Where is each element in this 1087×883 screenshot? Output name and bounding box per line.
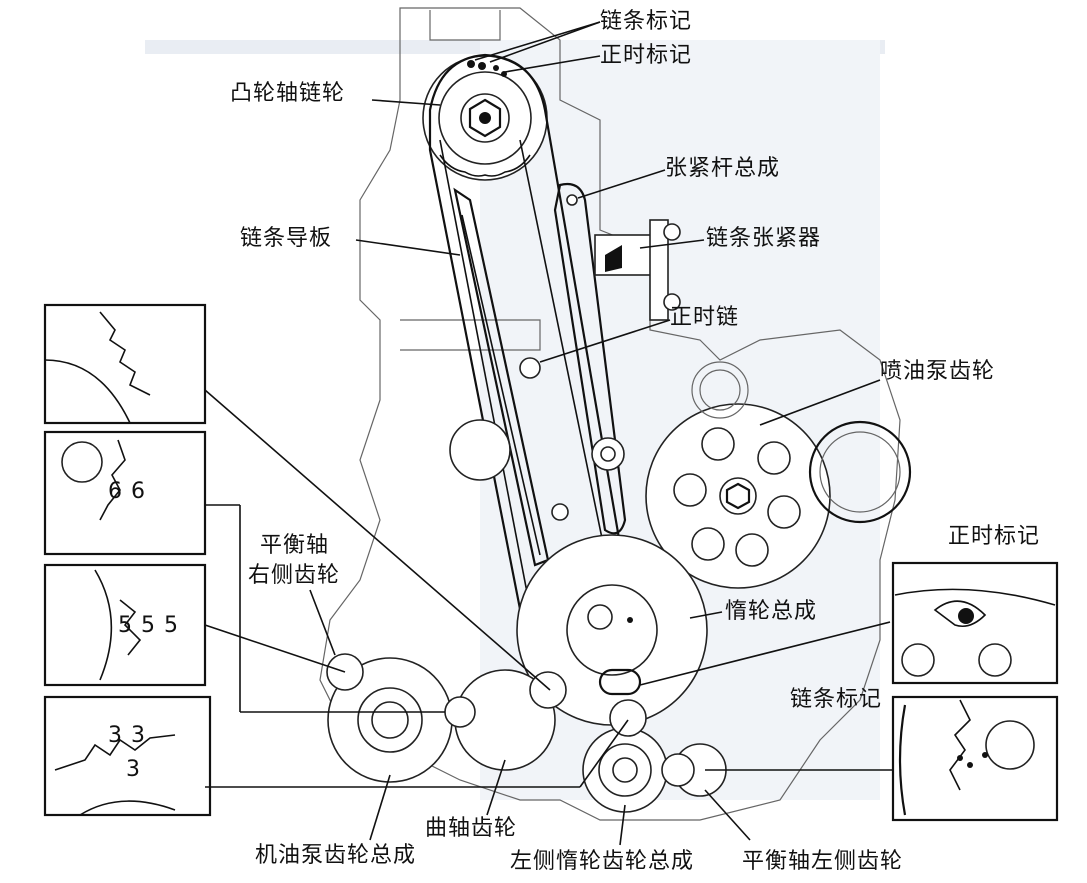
label-chain-tensioner: 链条张紧器: [706, 226, 821, 251]
inset-4-mark-a: 3 3: [108, 723, 146, 748]
inset-4: 3 3 3: [43, 695, 212, 817]
label-oil-pump-gear: 机油泵齿轮总成: [255, 843, 416, 868]
bolts: [449, 357, 625, 521]
label-tensioner-lever: 张紧杆总成: [665, 156, 780, 181]
label-left-idler-gear: 左侧惰轮齿轮总成: [510, 849, 694, 874]
label-timing-mark-top: 正时标记: [600, 43, 692, 68]
labels: 链条标记 正时标记 凸轮轴链轮 张紧杆总成 链条导板 链条张紧器 正时链 喷油泵…: [230, 9, 1040, 874]
label-timing-chain: 正时链: [670, 305, 739, 330]
label-timing-mark-right: 正时标记: [948, 524, 1040, 549]
label-crank-gear: 曲轴齿轮: [425, 816, 517, 841]
inset-2: 6 6: [43, 430, 207, 556]
label-chain-mark-right: 链条标记: [790, 687, 882, 712]
label-chain-guide: 链条导板: [240, 226, 332, 251]
inset-1: [43, 303, 207, 425]
label-chain-mark-top: 链条标记: [600, 9, 692, 34]
label-injection-pump-gear: 喷油泵齿轮: [880, 359, 995, 384]
inset-3: 5 5 5: [43, 563, 207, 687]
label-camshaft-sprocket: 凸轮轴链轮: [230, 81, 345, 106]
inset-6: [891, 695, 1059, 822]
label-balance-left-gear: 平衡轴左侧齿轮: [742, 849, 903, 874]
leader-lines: [204, 21, 893, 846]
tensioner-lever: [553, 182, 627, 535]
label-balance-right-2: 右侧齿轮: [248, 563, 340, 588]
inset-3-mark: 5 5 5: [118, 613, 179, 638]
idler-assembly: [516, 534, 708, 726]
label-balance-right-1: 平衡轴: [260, 533, 329, 558]
inset-5: [891, 561, 1059, 685]
camshaft-sprocket: [422, 55, 548, 181]
label-idler-assembly: 惰轮总成: [725, 599, 817, 624]
inset-2-mark: 6 6: [108, 479, 146, 504]
injection-pump-gear: [645, 361, 912, 589]
inset-4-mark-b: 3: [126, 757, 141, 782]
